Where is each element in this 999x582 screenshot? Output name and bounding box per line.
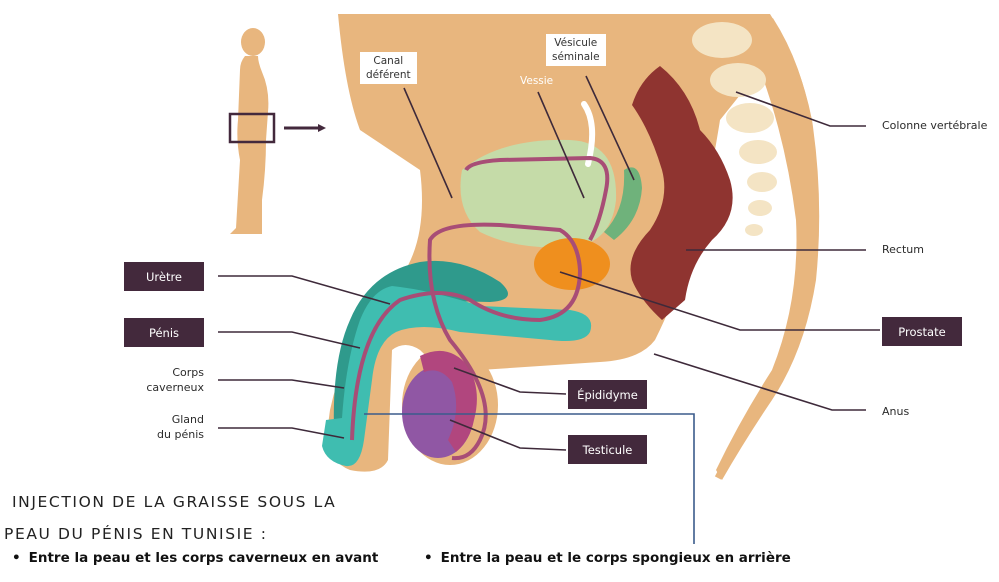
label-uretre: Urètre xyxy=(124,262,204,291)
label-anus: Anus xyxy=(882,404,909,419)
heading-line-1: INJECTION DE LA GRAISSE SOUS LA xyxy=(4,486,336,518)
bullet-front: • Entre la peau et les corps caverneux en… xyxy=(12,550,378,566)
label-prostate: Prostate xyxy=(882,317,962,346)
bullet-back: • Entre la peau et le corps spongieux en … xyxy=(424,550,791,566)
injection-heading: INJECTION DE LA GRAISSE SOUS LA PEAU DU … xyxy=(4,486,336,550)
label-corps-caverneux: Corps caverneux xyxy=(130,365,204,395)
prostate-organ xyxy=(534,238,610,290)
label-canal-deferent: Canal déférent xyxy=(360,52,417,84)
arrow-icon xyxy=(284,124,326,132)
bullet-front-text: Entre la peau et les corps caverneux en … xyxy=(29,550,379,566)
label-penis: Pénis xyxy=(124,318,204,347)
bullet-dot: • xyxy=(12,550,21,566)
label-vesicule-seminale: Vésicule séminale xyxy=(546,34,606,66)
label-testicule: Testicule xyxy=(568,435,647,464)
label-epididyme: Épididyme xyxy=(568,380,647,409)
label-gland-du-penis: Gland du pénis xyxy=(130,412,204,442)
bullet-dot: • xyxy=(424,550,433,566)
label-colonne-vertebrale: Colonne vertébrale xyxy=(882,118,987,133)
label-vessie: Vessie xyxy=(520,74,553,89)
human-silhouette-icon xyxy=(230,28,268,234)
heading-line-2: PEAU DU PÉNIS EN TUNISIE : xyxy=(4,518,336,550)
bullet-back-text: Entre la peau et le corps spongieux en a… xyxy=(441,550,791,566)
label-rectum: Rectum xyxy=(882,242,924,257)
